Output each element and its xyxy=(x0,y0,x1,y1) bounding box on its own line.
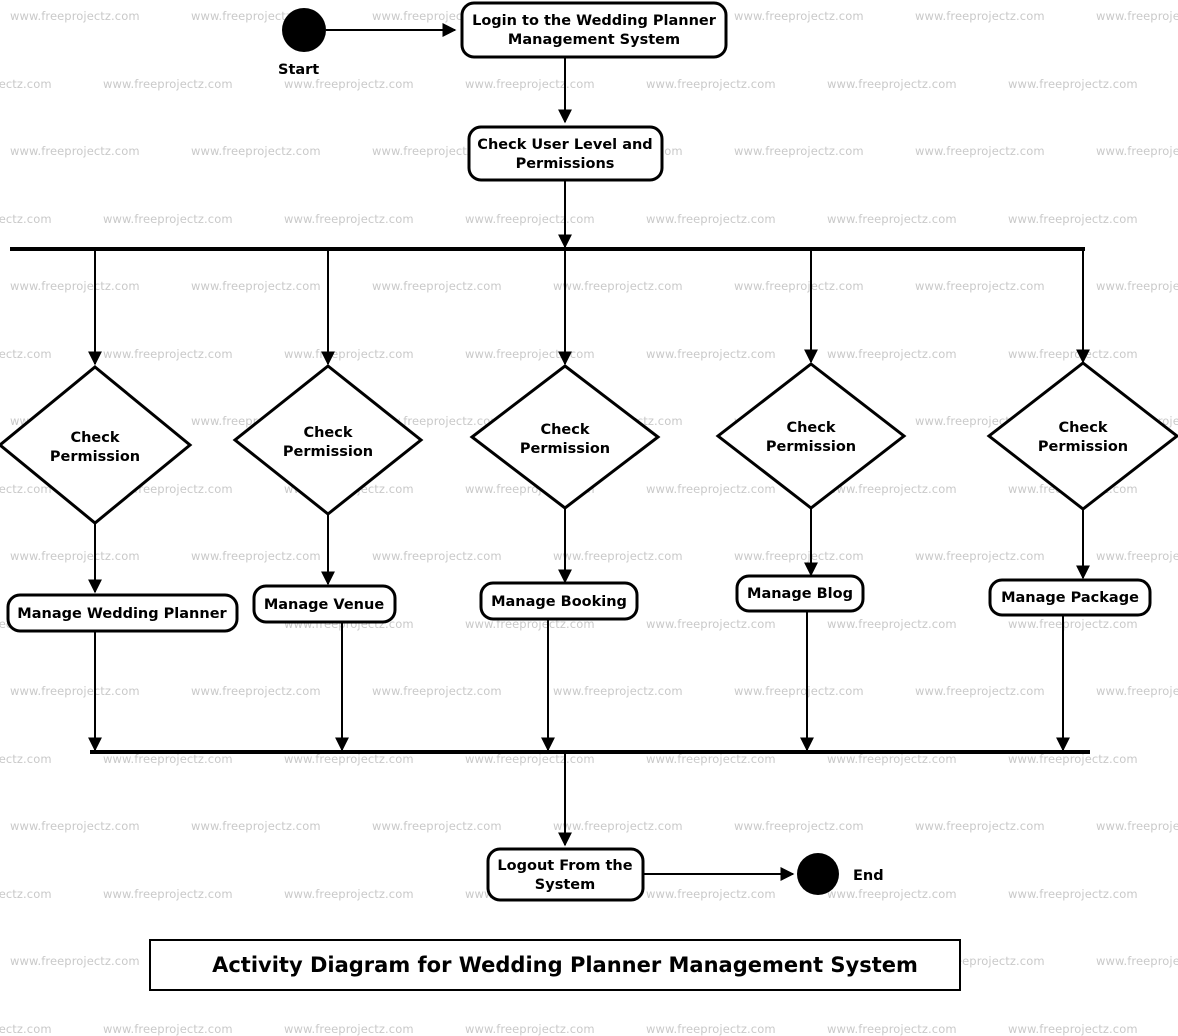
activity-login-label-line2: Management System xyxy=(508,32,680,48)
decision-4-label-line1: Check xyxy=(786,420,835,436)
activity-check-user-label-line1: Check User Level and xyxy=(477,137,652,153)
activity-manage-booking-label: Manage Booking xyxy=(491,594,627,610)
activity-manage-venue-label: Manage Venue xyxy=(264,597,384,613)
decision-2-label-line1: Check xyxy=(303,425,352,441)
start-node-circle xyxy=(282,8,326,52)
activity-manage-venue-box xyxy=(252,584,397,624)
decision-4-diamond xyxy=(715,362,907,510)
watermark-text: www.freeprojectz.com xyxy=(646,1021,776,1036)
activity-check-user-label-line2: Permissions xyxy=(516,156,615,172)
end-node-circle xyxy=(797,853,839,895)
watermark-text: www.freeprojectz.com xyxy=(103,1021,233,1036)
activity-manage-blog-box xyxy=(735,574,865,613)
activity-login-label-line1: Login to the Wedding Planner xyxy=(472,13,717,29)
activity-manage-wedding-planner-box xyxy=(6,593,239,633)
activity-manage-wedding-planner-label: Manage Wedding Planner xyxy=(17,606,227,622)
activity-logout-label-line2: System xyxy=(535,877,595,893)
activity-manage-blog-label: Manage Blog xyxy=(747,586,853,602)
decision-5-label-line1: Check xyxy=(1058,420,1107,436)
decision-1-label-line1: Check xyxy=(70,430,119,446)
decision-4-label-line2: Permission xyxy=(766,439,856,455)
watermark-text: www.freeprojectz.com xyxy=(827,1021,957,1036)
decision-2-label-line2: Permission xyxy=(283,444,373,460)
start-node-label: Start xyxy=(278,62,319,78)
watermark-text: www.freeprojectz.com xyxy=(0,1021,52,1036)
watermark-text: www.freeprojectz.com xyxy=(465,1021,595,1036)
watermark-text: www.freeprojectz.com xyxy=(1008,1021,1138,1036)
decision-1-label-line2: Permission xyxy=(50,449,140,465)
end-node-label: End xyxy=(853,868,884,884)
decision-3-label-line1: Check xyxy=(540,422,589,438)
activity-login-box xyxy=(460,1,728,59)
watermark-text: www.freeprojectz.com xyxy=(284,1021,414,1036)
diagram-title-box xyxy=(149,939,961,991)
activity-manage-booking-box xyxy=(479,581,639,621)
uml-activity-diagram: Start Login to the Wedding Planner Manag… xyxy=(0,1,1178,991)
activity-logout-label-line1: Logout From the xyxy=(497,858,632,874)
decision-5-label-line2: Permission xyxy=(1038,439,1128,455)
diagram-title: Activity Diagram for Wedding Planner Man… xyxy=(212,953,918,977)
activity-manage-package-box xyxy=(988,578,1152,617)
decision-5-diamond xyxy=(986,361,1178,511)
activity-manage-package-label: Manage Package xyxy=(1001,590,1139,606)
decision-3-label-line2: Permission xyxy=(520,441,610,457)
activity-check-user-box xyxy=(467,125,664,182)
